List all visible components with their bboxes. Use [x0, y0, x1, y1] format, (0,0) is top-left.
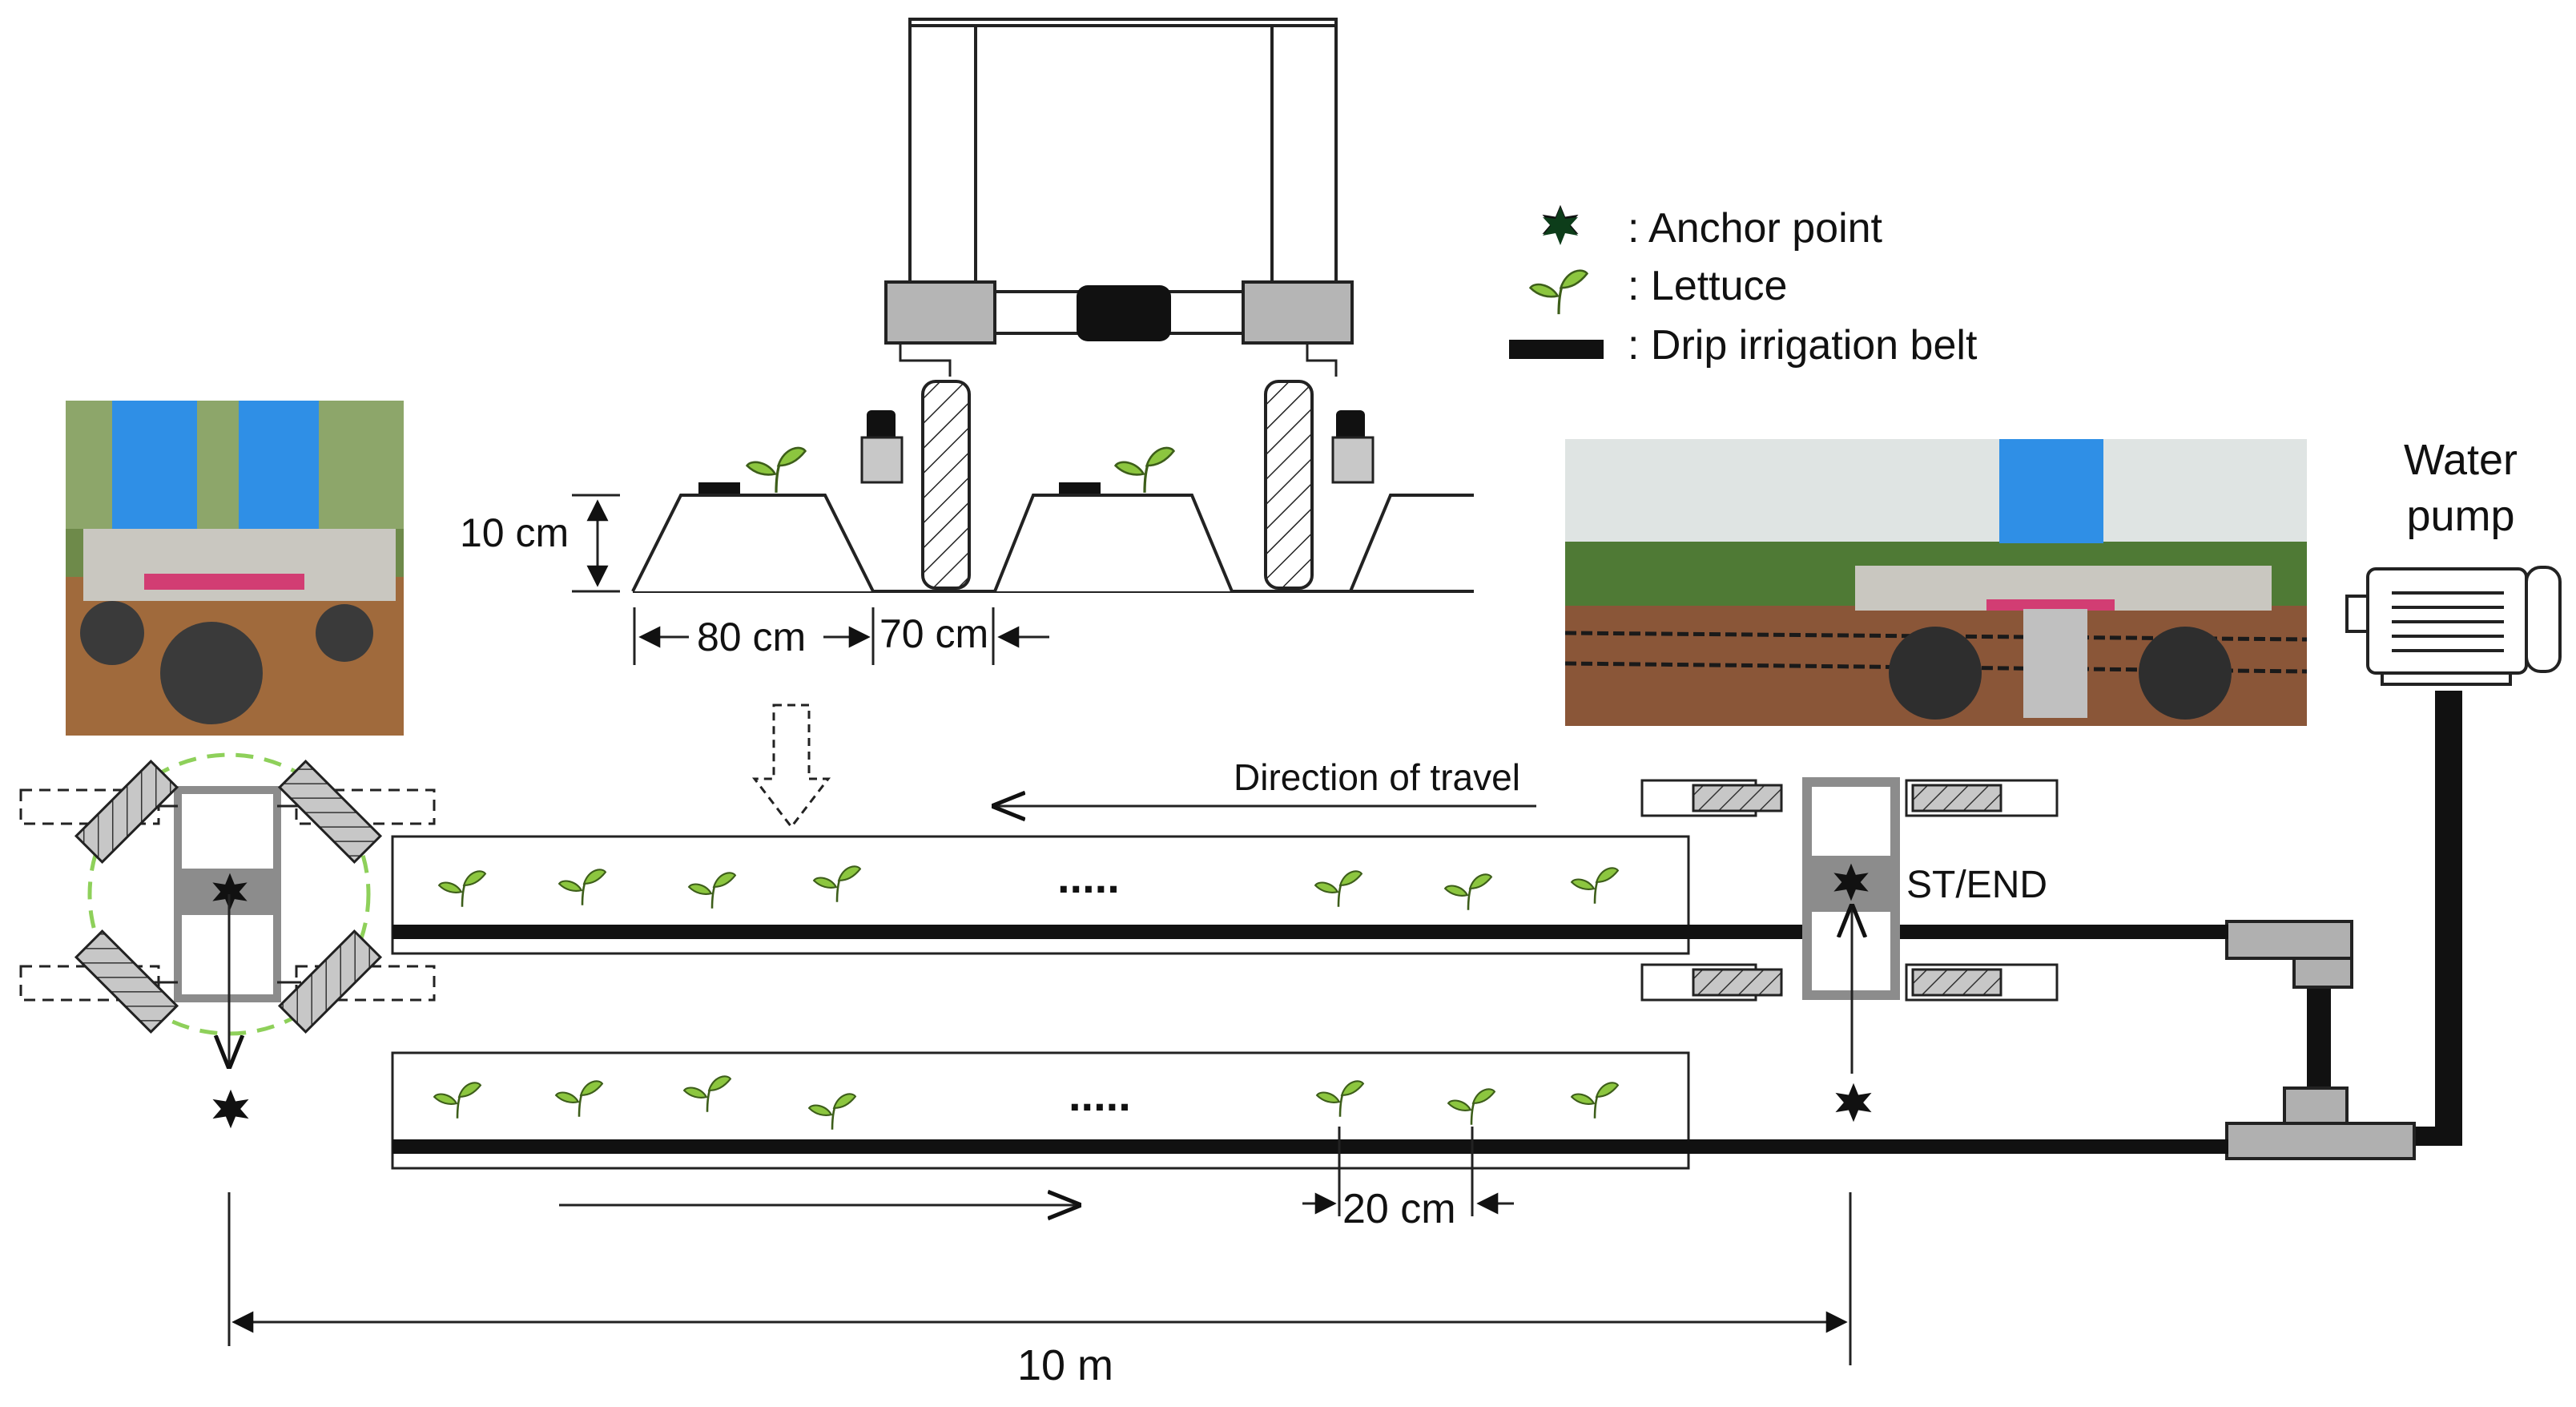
gantry-left-leg — [908, 18, 977, 284]
photo-left-wheel-2 — [80, 601, 144, 665]
drip-belt-bottom — [392, 1139, 2228, 1154]
st-wheel-3 — [1692, 968, 1783, 997]
pump-label-line2: pump — [2406, 492, 2514, 540]
legend: : Anchor point : Lettuce : Drip irrigati… — [1509, 204, 1978, 369]
bed-row-bottom: ..... — [391, 1051, 2228, 1170]
ellipsis-bottom: ..... — [1069, 1070, 1131, 1120]
furrow-width-label: 70 cm — [879, 611, 988, 656]
direction-of-travel: Direction of travel — [559, 756, 1536, 1205]
legend-anchor-label: : Anchor point — [1628, 205, 1883, 252]
photo-left-wheel-3 — [316, 604, 373, 662]
st-wheel-1 — [1692, 784, 1783, 812]
right-wheel-bracket — [1306, 343, 1338, 377]
drip-belt-bed-2 — [1059, 482, 1101, 494]
lower-tee-stem — [2283, 1086, 2349, 1127]
left-hub-motor — [860, 436, 904, 484]
left-hub-motor-top — [867, 410, 896, 442]
photo-right-greenhouse — [1565, 439, 2307, 559]
cross-section: 10 cm 80 cm 70 cm — [460, 18, 1474, 829]
ellipsis-top: ..... — [1057, 852, 1120, 902]
bottom-dimensions: 20 cm 10 m — [227, 1127, 1852, 1389]
robot-turning — [19, 752, 436, 1129]
gantry-top-beam — [908, 18, 1338, 27]
robot-left-wheel-4 — [277, 929, 383, 1034]
lower-tee-fitting — [2225, 1122, 2416, 1160]
photo-right-blue-tank — [1999, 439, 2103, 543]
lettuce-bed-1-icon — [745, 446, 807, 494]
st-wheel-2 — [1911, 784, 2002, 812]
left-wheel — [921, 380, 971, 590]
belt-legend-icon — [1509, 340, 1604, 359]
robot-photo-right — [1564, 439, 2308, 726]
right-hub-motor-top — [1336, 410, 1365, 442]
irrigation-pipes — [2225, 691, 2462, 1160]
legend-belt-label: : Drip irrigation belt — [1628, 322, 1978, 369]
robot-left-wheel-3 — [74, 929, 179, 1034]
pump-outlet-pipe — [2435, 691, 2462, 1146]
pump-label-line1: Water — [2404, 436, 2518, 484]
bed-1 — [631, 494, 875, 592]
view-down-arrow — [751, 704, 831, 829]
pump-end-cap — [2525, 566, 2562, 673]
center-controller-box — [1077, 285, 1171, 341]
manifold-vertical-pipe — [2307, 984, 2331, 1104]
anchor-right-icon — [1835, 1082, 1872, 1123]
robot-photo-left — [66, 401, 404, 736]
photo-right-wheel-1 — [1889, 627, 1982, 720]
start-end-label: ST/END — [1906, 864, 2047, 906]
lettuce-legend-icon — [1528, 268, 1589, 316]
photo-left-pink-bar — [144, 574, 304, 590]
pump-base — [2381, 671, 2512, 686]
drip-belt-bed-1 — [698, 482, 740, 494]
height-label: 10 cm — [460, 510, 569, 555]
photo-right-pink-bar — [1986, 599, 2115, 611]
drip-belt-top — [392, 925, 2228, 939]
bed-width-label: 80 cm — [697, 615, 806, 659]
photo-right-wheel-2 — [2139, 627, 2232, 720]
left-wheel-bracket — [899, 343, 952, 377]
left-motor-box — [884, 280, 996, 345]
robot-start-end: ST/END — [1640, 777, 2059, 1123]
pump-inlet — [2345, 595, 2369, 633]
photo-right-center-column — [2023, 609, 2087, 718]
plant-spacing-label: 20 cm — [1342, 1186, 1456, 1232]
legend-lettuce-label: : Lettuce — [1628, 263, 1787, 309]
st-wheel-4 — [1911, 968, 2002, 997]
wheel-ghost-4 — [295, 965, 436, 1002]
photo-left-wheel-1 — [160, 622, 263, 724]
direction-label: Direction of travel — [1234, 756, 1520, 798]
photo-left-frame — [83, 529, 396, 601]
bed-row-top: ..... — [391, 835, 2228, 955]
anchor-legend-icon-fill — [1543, 207, 1578, 245]
robot-left-wheel-1 — [74, 759, 179, 865]
gantry-right-leg — [1270, 18, 1338, 284]
right-motor-box — [1242, 280, 1354, 345]
bed-2 — [993, 494, 1234, 592]
right-wheel — [1264, 380, 1314, 590]
total-length-label: 10 m — [1017, 1341, 1113, 1389]
water-pump: Water pump — [2345, 436, 2562, 686]
upper-tee-fitting — [2225, 920, 2353, 960]
bed-3 — [1349, 494, 1474, 592]
upper-tee-stem — [2292, 957, 2353, 989]
anchor-left-icon — [212, 1089, 249, 1129]
right-hub-motor — [1331, 436, 1375, 484]
lettuce-bed-2-icon — [1113, 446, 1176, 494]
robot-left-wheel-2 — [277, 759, 383, 865]
